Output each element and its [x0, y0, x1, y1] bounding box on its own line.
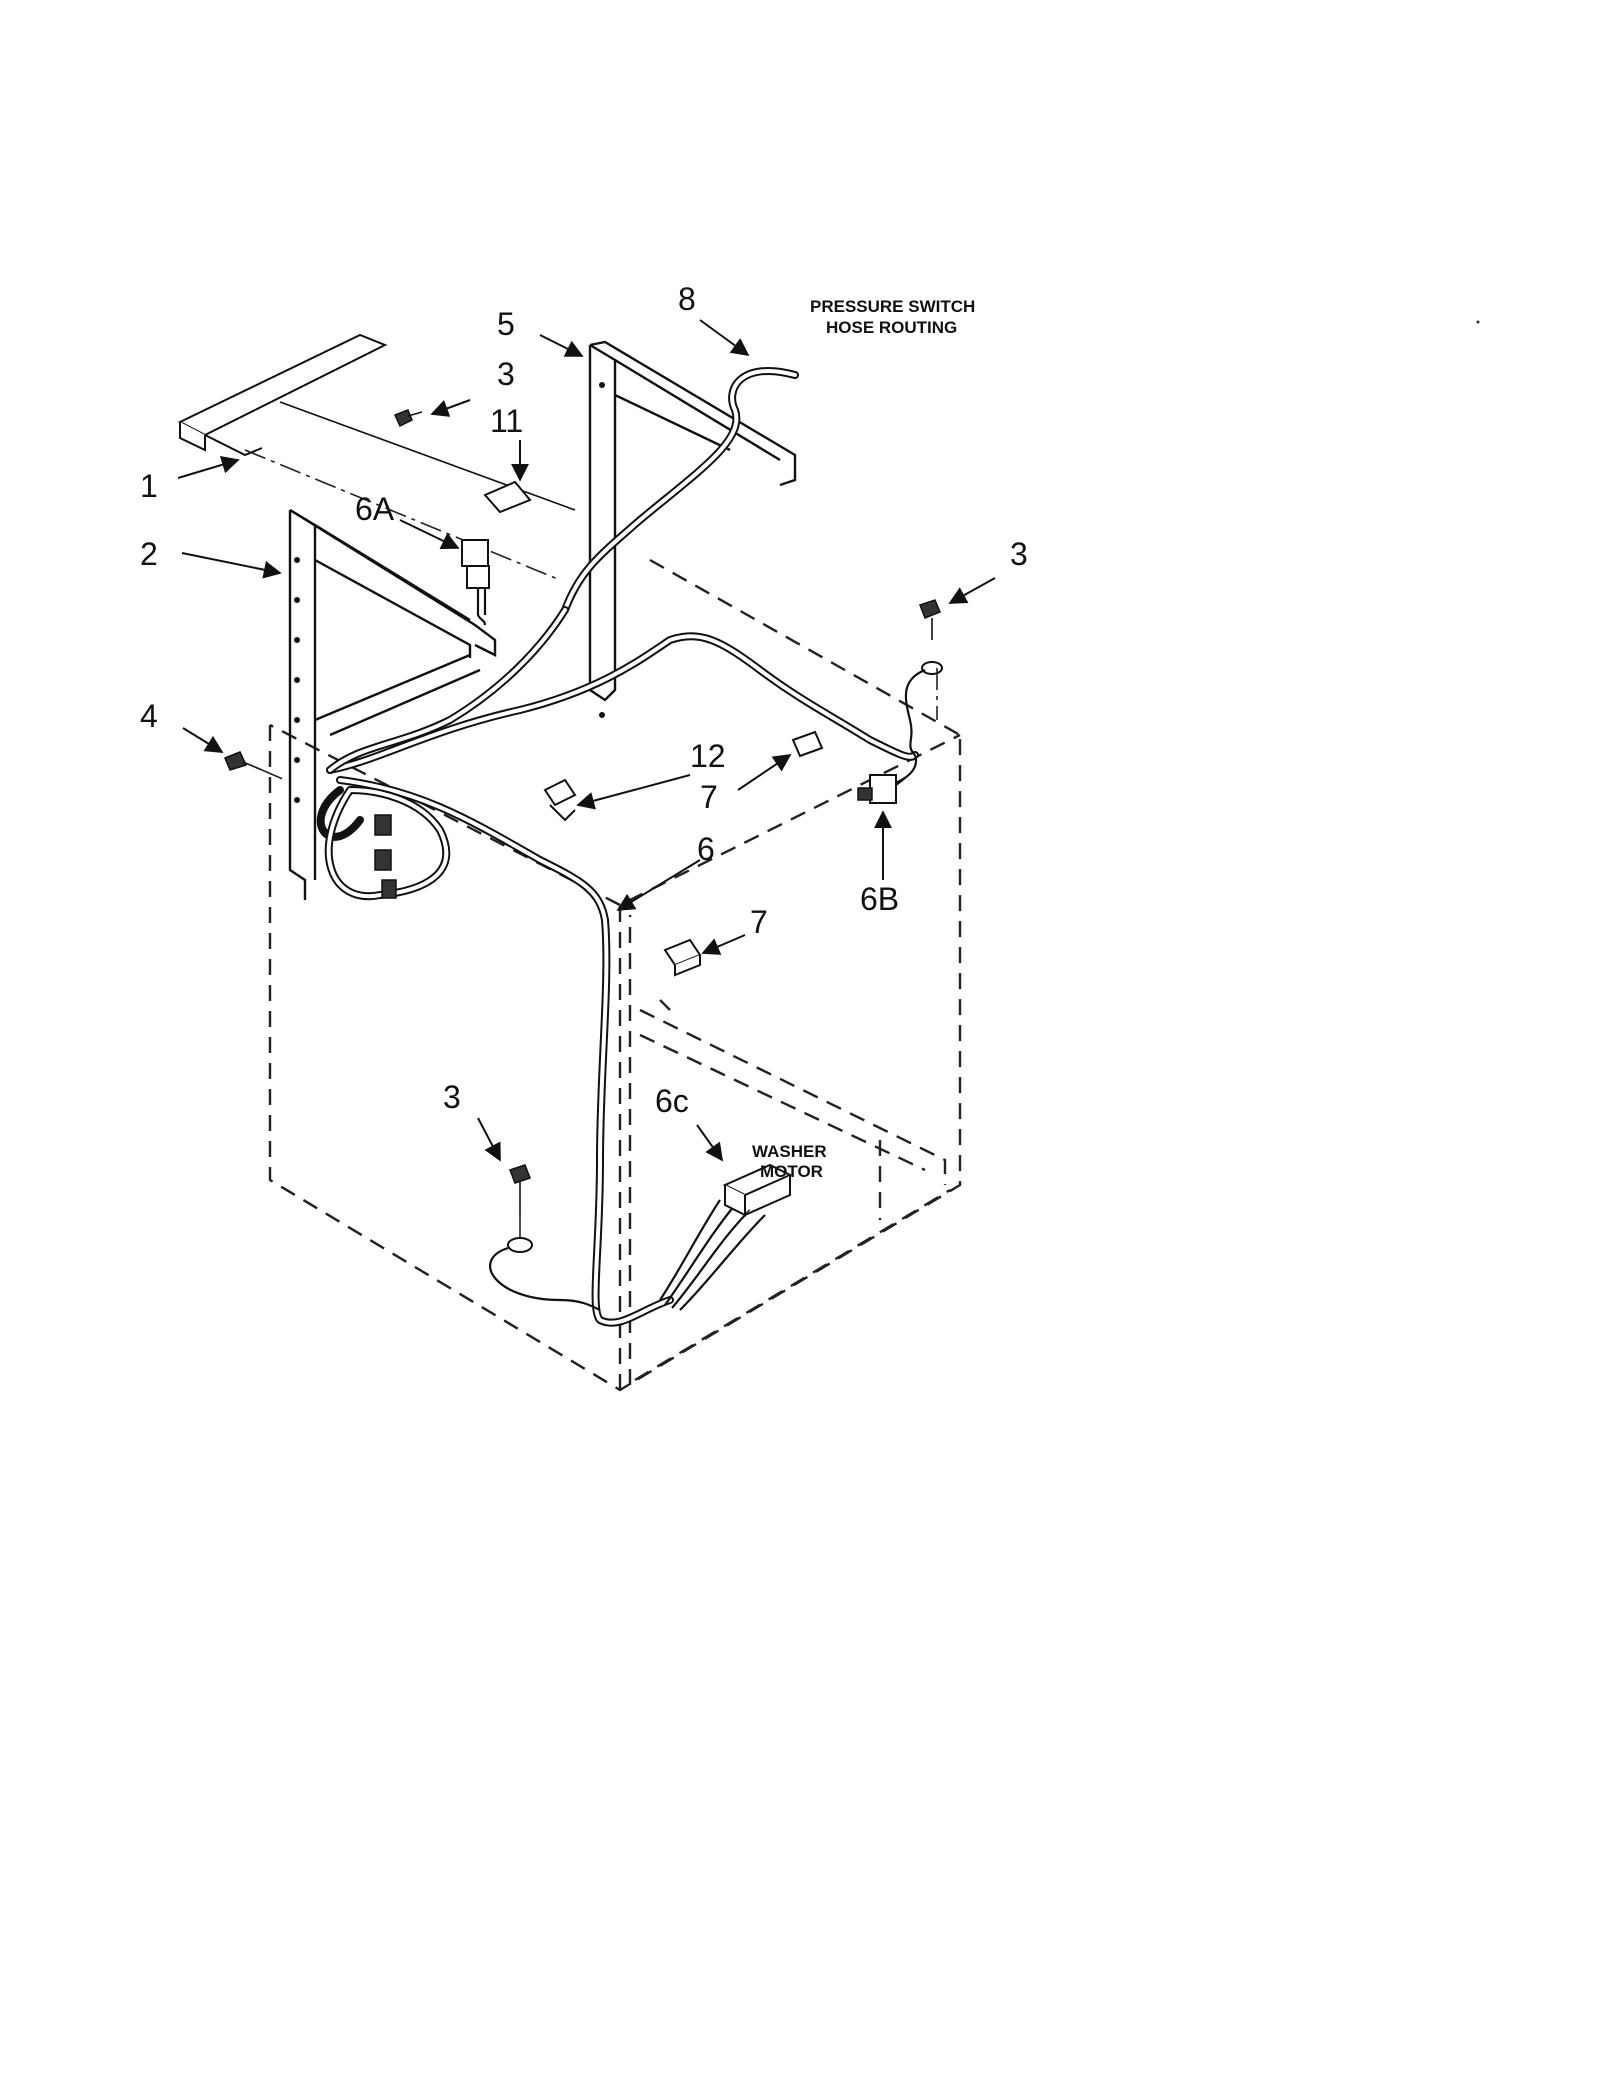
callout-12: 12	[690, 738, 726, 774]
top-bracket-strip	[177, 333, 576, 581]
leader-arrows	[177, 319, 996, 1162]
right-side-bracket	[588, 340, 797, 718]
callout-6: 6	[697, 831, 715, 867]
clip-12	[543, 778, 577, 822]
screw-bottom	[489, 1164, 601, 1311]
callout-3-bottom: 3	[443, 1079, 461, 1115]
main-wiring-harness	[316, 606, 919, 1327]
callout-8: 8	[678, 281, 696, 317]
callout-5: 5	[497, 306, 515, 342]
callout-6a: 6A	[355, 491, 395, 527]
connector-6b	[857, 754, 918, 804]
screw-top	[393, 409, 423, 428]
callout-3-top: 3	[497, 356, 515, 392]
pressure-switch-note-line1: PRESSURE SWITCH	[810, 297, 975, 316]
callout-7-lower: 7	[750, 904, 768, 940]
callout-6b: 6B	[860, 881, 899, 917]
screw-right	[904, 599, 943, 756]
clip-11	[483, 480, 532, 514]
left-side-bracket	[288, 508, 497, 900]
callout-11: 11	[490, 403, 523, 439]
screw-left	[224, 751, 286, 781]
clip-7-upper	[791, 730, 824, 758]
callout-3-right: 3	[1010, 536, 1028, 572]
pressure-switch-note-line2: HOSE ROUTING	[826, 318, 957, 337]
cabinet-outline	[268, 558, 962, 1392]
callout-6c: 6c	[655, 1083, 689, 1119]
connector-6a	[461, 539, 490, 626]
callout-1: 1	[140, 468, 158, 504]
callout-2: 2	[140, 536, 158, 572]
callout-4: 4	[140, 698, 158, 734]
stray-dot	[1476, 320, 1480, 324]
connector-6c	[722, 1163, 793, 1217]
clip-7-lower	[663, 938, 702, 977]
washer-motor-note-line1: WASHER	[752, 1142, 827, 1161]
washer-motor-note-line2: MOTOR	[760, 1162, 823, 1181]
pressure-switch-hose	[561, 366, 799, 614]
callout-7-upper: 7	[700, 779, 718, 815]
